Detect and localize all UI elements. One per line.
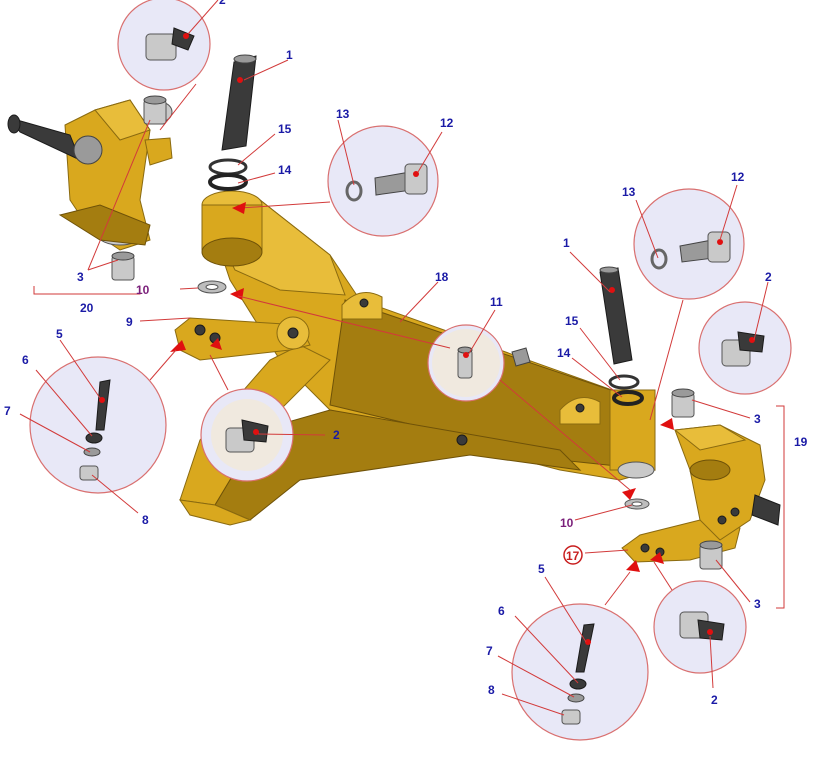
callout-bush-right-bottom: 3 — [754, 597, 761, 611]
callout-grease-right: 2 — [765, 270, 772, 284]
callout-seal-right: 14 — [557, 346, 571, 360]
bubble-bolt-top — [327, 125, 439, 237]
callout-axle-beam: 18 — [435, 270, 449, 284]
callout-stud-bottom: 5 — [538, 562, 545, 576]
callout-knuckle-right-group: 19 — [794, 435, 808, 449]
callout-bush-left: 3 — [77, 270, 84, 284]
steering-knuckle-right — [660, 418, 781, 541]
callout-pin-top: 1 — [286, 48, 293, 62]
callout-washer-bottom: 7 — [486, 644, 493, 658]
callout-ring-right: 13 — [622, 185, 636, 199]
bush-right — [671, 388, 723, 570]
bubble-center-pin — [427, 324, 531, 402]
callout-bolt-right: 12 — [731, 170, 745, 184]
callout-seal-left: 14 — [278, 163, 292, 177]
callout-nut-bottom: 6 — [498, 604, 505, 618]
bubble-grease-bottom — [653, 580, 747, 674]
callout-arm-right-ring — [563, 545, 583, 565]
callout-ring-top: 13 — [336, 107, 350, 121]
callout-arm-left: 9 — [126, 315, 133, 329]
callout-grease-mid: 2 — [333, 428, 340, 442]
callout-grease-top: 2 — [219, 0, 226, 7]
shim-bottom — [622, 488, 650, 510]
callout-shim-bottom: 10 — [560, 516, 574, 530]
callout-spacer-left: 15 — [278, 122, 292, 136]
bubble-hub-right — [511, 603, 649, 741]
callout-stud-left: 5 — [56, 327, 63, 341]
callout-spacer-right: 15 — [565, 314, 579, 328]
bush-left — [111, 95, 167, 281]
steering-arm-left — [170, 316, 311, 361]
bubble-hub-left — [29, 356, 167, 494]
callout-arm-right: 17 — [566, 549, 580, 563]
seal-stack-right — [608, 374, 644, 406]
callout-pin-right: 1 — [563, 236, 570, 250]
callout-knuckle-left-group: 20 — [80, 301, 94, 315]
callout-grease-bottom: 2 — [711, 693, 718, 707]
callout-center-pin: 11 — [490, 295, 503, 309]
callout-washer-left: 7 — [4, 404, 11, 418]
callout-nut-left: 6 — [22, 353, 29, 367]
steering-knuckle-left — [7, 99, 173, 251]
bubble-grease-right — [698, 301, 792, 395]
callouts: 2 1 15 14 13 12 3 20 10 9 5 6 7 8 2 18 1… — [4, 0, 808, 707]
callout-cap-bottom: 8 — [488, 683, 495, 697]
callout-bush-right-top: 3 — [754, 412, 761, 426]
leader-lines — [19, 0, 785, 716]
callout-bolt-top: 12 — [440, 116, 454, 130]
bubble-bolt-right — [633, 188, 745, 300]
king-pin-right — [599, 266, 633, 365]
bubble-grease-top — [117, 0, 211, 91]
seal-stack-top — [208, 158, 248, 191]
king-pin-top — [221, 54, 257, 151]
bubble-grease-mid — [200, 388, 294, 482]
callout-cap-left: 8 — [142, 513, 149, 527]
callout-shim-top: 10 — [136, 283, 150, 297]
